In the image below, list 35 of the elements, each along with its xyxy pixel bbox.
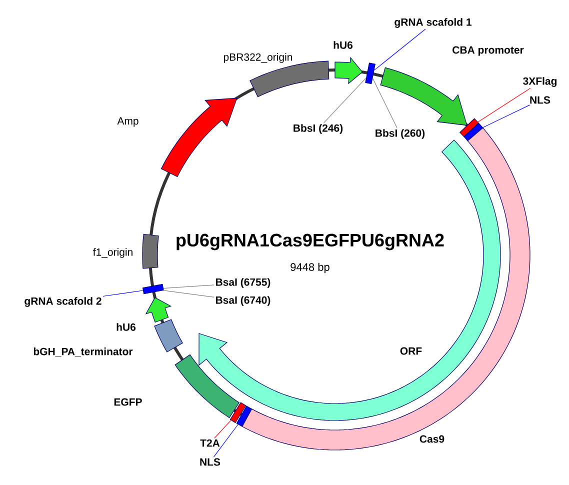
feature-label: BbsI (260): [376, 129, 425, 139]
leader-line: [478, 88, 531, 122]
site-block: [459, 118, 479, 138]
leader-line: [102, 290, 144, 297]
feature-label: BsaI (6755): [216, 278, 270, 288]
leader-line: [214, 420, 232, 438]
feature-label: hU6: [334, 41, 353, 49]
leader-line: [163, 284, 214, 289]
plasmid-size: 9448 bp: [290, 262, 330, 274]
plasmid-name: pU6gRNA1Cas9EGFPU6gRNA2: [176, 234, 444, 250]
feature-label: gRNA scafold 2: [24, 297, 102, 307]
feature-label: NLS: [530, 96, 550, 104]
leader-line: [372, 78, 398, 128]
feature-label: f1_origin: [93, 248, 132, 258]
feature-label: T2A: [200, 439, 220, 447]
feature-label: CBA promoter: [452, 46, 524, 56]
leader-line: [482, 104, 530, 128]
site-block: [236, 406, 252, 427]
feature-label: BsaI (6740): [216, 296, 270, 306]
feature-label: gRNA scafold 1: [394, 18, 472, 28]
site-block: [142, 284, 164, 294]
leader-line: [213, 424, 238, 458]
feature-label: BbsI (246): [294, 124, 343, 134]
leader-line: [374, 28, 426, 70]
feature-label: EGFP: [114, 398, 142, 406]
feature-label: ORF: [400, 347, 422, 355]
feature-label: hU6: [116, 323, 136, 331]
feature-label: Amp: [117, 117, 138, 127]
feature-label: NLS: [200, 458, 220, 466]
feature-label: Cas9: [420, 435, 444, 443]
feature-label: 3XFlag: [523, 77, 557, 87]
leader-line: [163, 290, 214, 298]
feature-label: bGH_PA_terminator: [34, 348, 133, 356]
leader-line: [323, 78, 366, 124]
feature-label: pBR322_origin: [224, 53, 292, 63]
